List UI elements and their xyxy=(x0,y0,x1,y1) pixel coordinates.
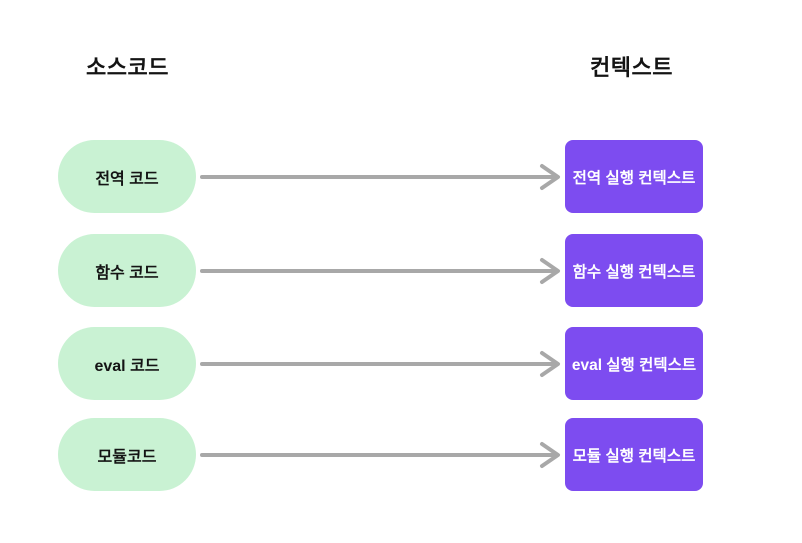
source-node-global-code: 전역 코드 xyxy=(58,140,196,213)
right-arrow-icon xyxy=(200,441,560,468)
context-node-module-execution-context: 모듈 실행 컨텍스트 xyxy=(565,418,703,491)
diagram-row-eval: eval 코드 eval 실행 컨텍스트 xyxy=(0,327,802,400)
diagram-row-function: 함수 코드 함수 실행 컨텍스트 xyxy=(0,234,802,307)
source-node-eval-code: eval 코드 xyxy=(58,327,196,400)
right-arrow-icon xyxy=(200,350,560,377)
column-header-context: 컨텍스트 xyxy=(590,55,673,80)
diagram-row-module: 모듈코드 모듈 실행 컨텍스트 xyxy=(0,418,802,491)
context-node-global-execution-context: 전역 실행 컨텍스트 xyxy=(565,140,703,213)
column-header-source-code: 소스코드 xyxy=(86,55,169,80)
source-node-module-code: 모듈코드 xyxy=(58,418,196,491)
context-node-eval-execution-context: eval 실행 컨텍스트 xyxy=(565,327,703,400)
diagram-row-global: 전역 코드 전역 실행 컨텍스트 xyxy=(0,140,802,213)
right-arrow-icon xyxy=(200,163,560,190)
right-arrow-icon xyxy=(200,257,560,284)
source-node-function-code: 함수 코드 xyxy=(58,234,196,307)
context-node-function-execution-context: 함수 실행 컨텍스트 xyxy=(565,234,703,307)
